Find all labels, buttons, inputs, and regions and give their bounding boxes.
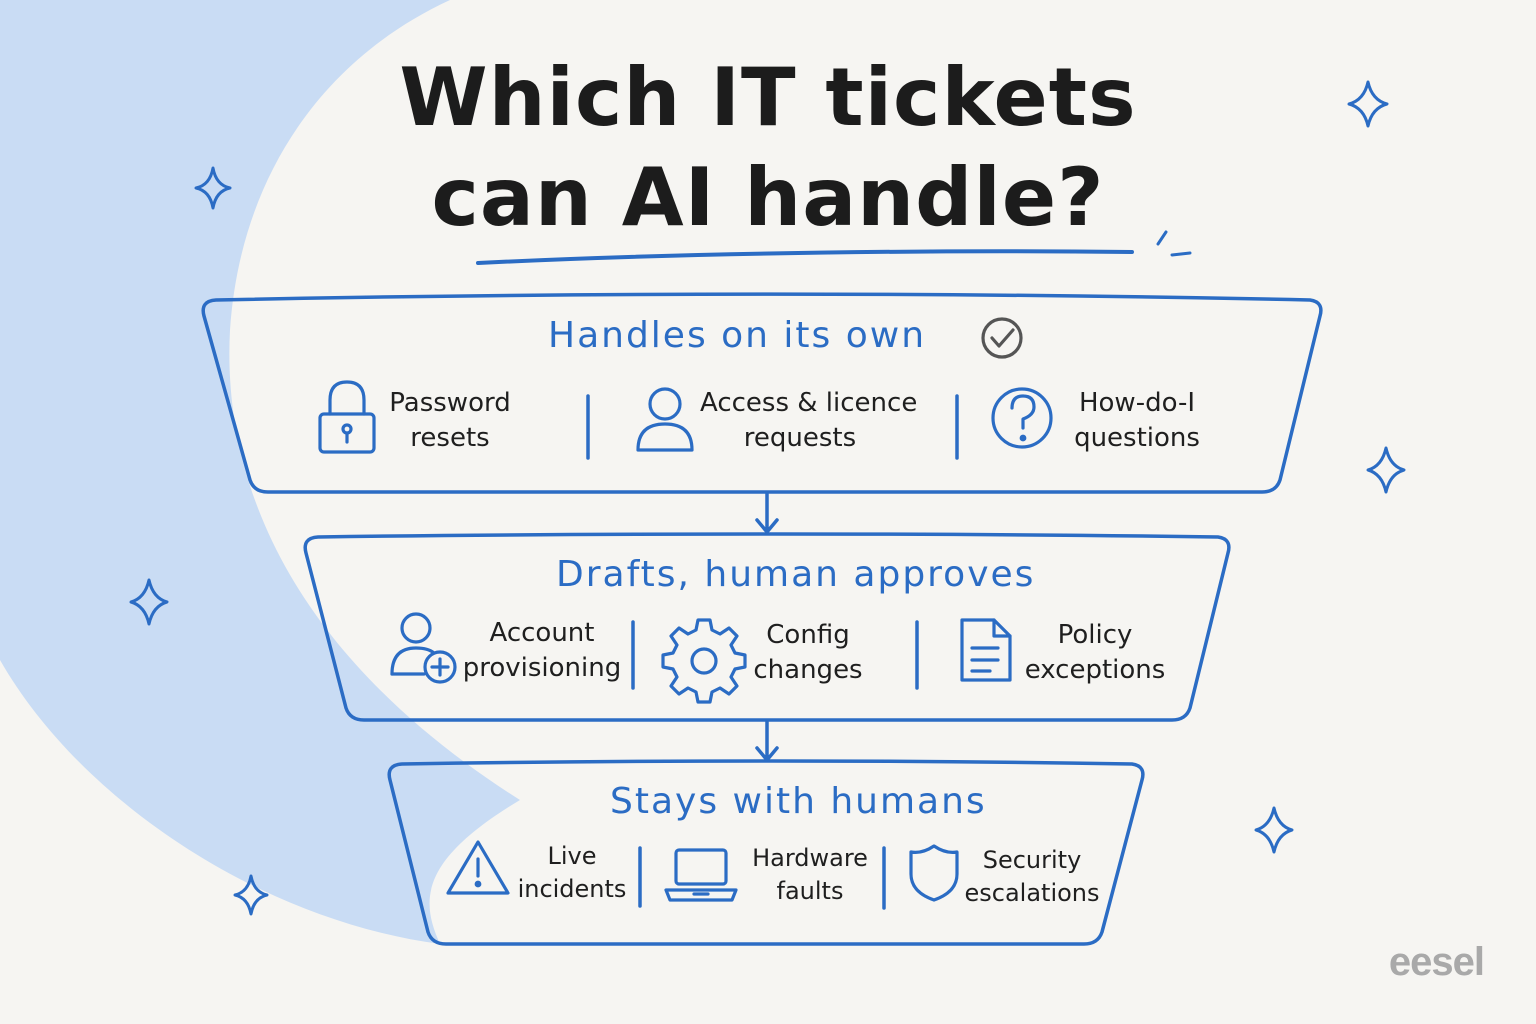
warning-icon: [446, 840, 510, 895]
title-line-1: Which IT tickets: [399, 51, 1137, 144]
user-plus-icon: [390, 612, 457, 684]
sparkle-icon: [1254, 806, 1294, 854]
laptop-icon: [664, 848, 738, 902]
tier-2-frame: [303, 532, 1231, 722]
connector-arrow-2: [755, 720, 779, 762]
title-underline: [476, 249, 1134, 265]
tier-1-frame: [201, 292, 1323, 494]
tier-2-heading: Drafts, human approves: [556, 554, 1036, 595]
document-icon: [960, 618, 1012, 682]
gear-icon: [661, 618, 747, 704]
sparkle-icon: [1347, 80, 1389, 128]
user-icon: [636, 387, 694, 452]
question-icon: [991, 387, 1053, 449]
title-line-2: can AI handle?: [431, 151, 1105, 244]
sparkle-icon: [1366, 446, 1406, 494]
emphasis-marks: [1156, 230, 1192, 257]
tier-3-heading: Stays with humans: [610, 781, 987, 822]
tier-3-frame: [387, 759, 1145, 946]
sparkle-icon: [233, 874, 269, 916]
tier-1-heading: Handles on its own: [548, 315, 927, 356]
brand-logo: eesel: [1388, 940, 1485, 984]
background-swoosh: [0, 0, 520, 944]
shield-icon: [909, 844, 959, 902]
check-circle-icon: [981, 317, 1023, 359]
lock-icon: [318, 380, 376, 454]
sparkle-icon: [129, 578, 169, 626]
connector-arrow-1: [755, 492, 779, 534]
sparkle-icon: [194, 166, 232, 210]
